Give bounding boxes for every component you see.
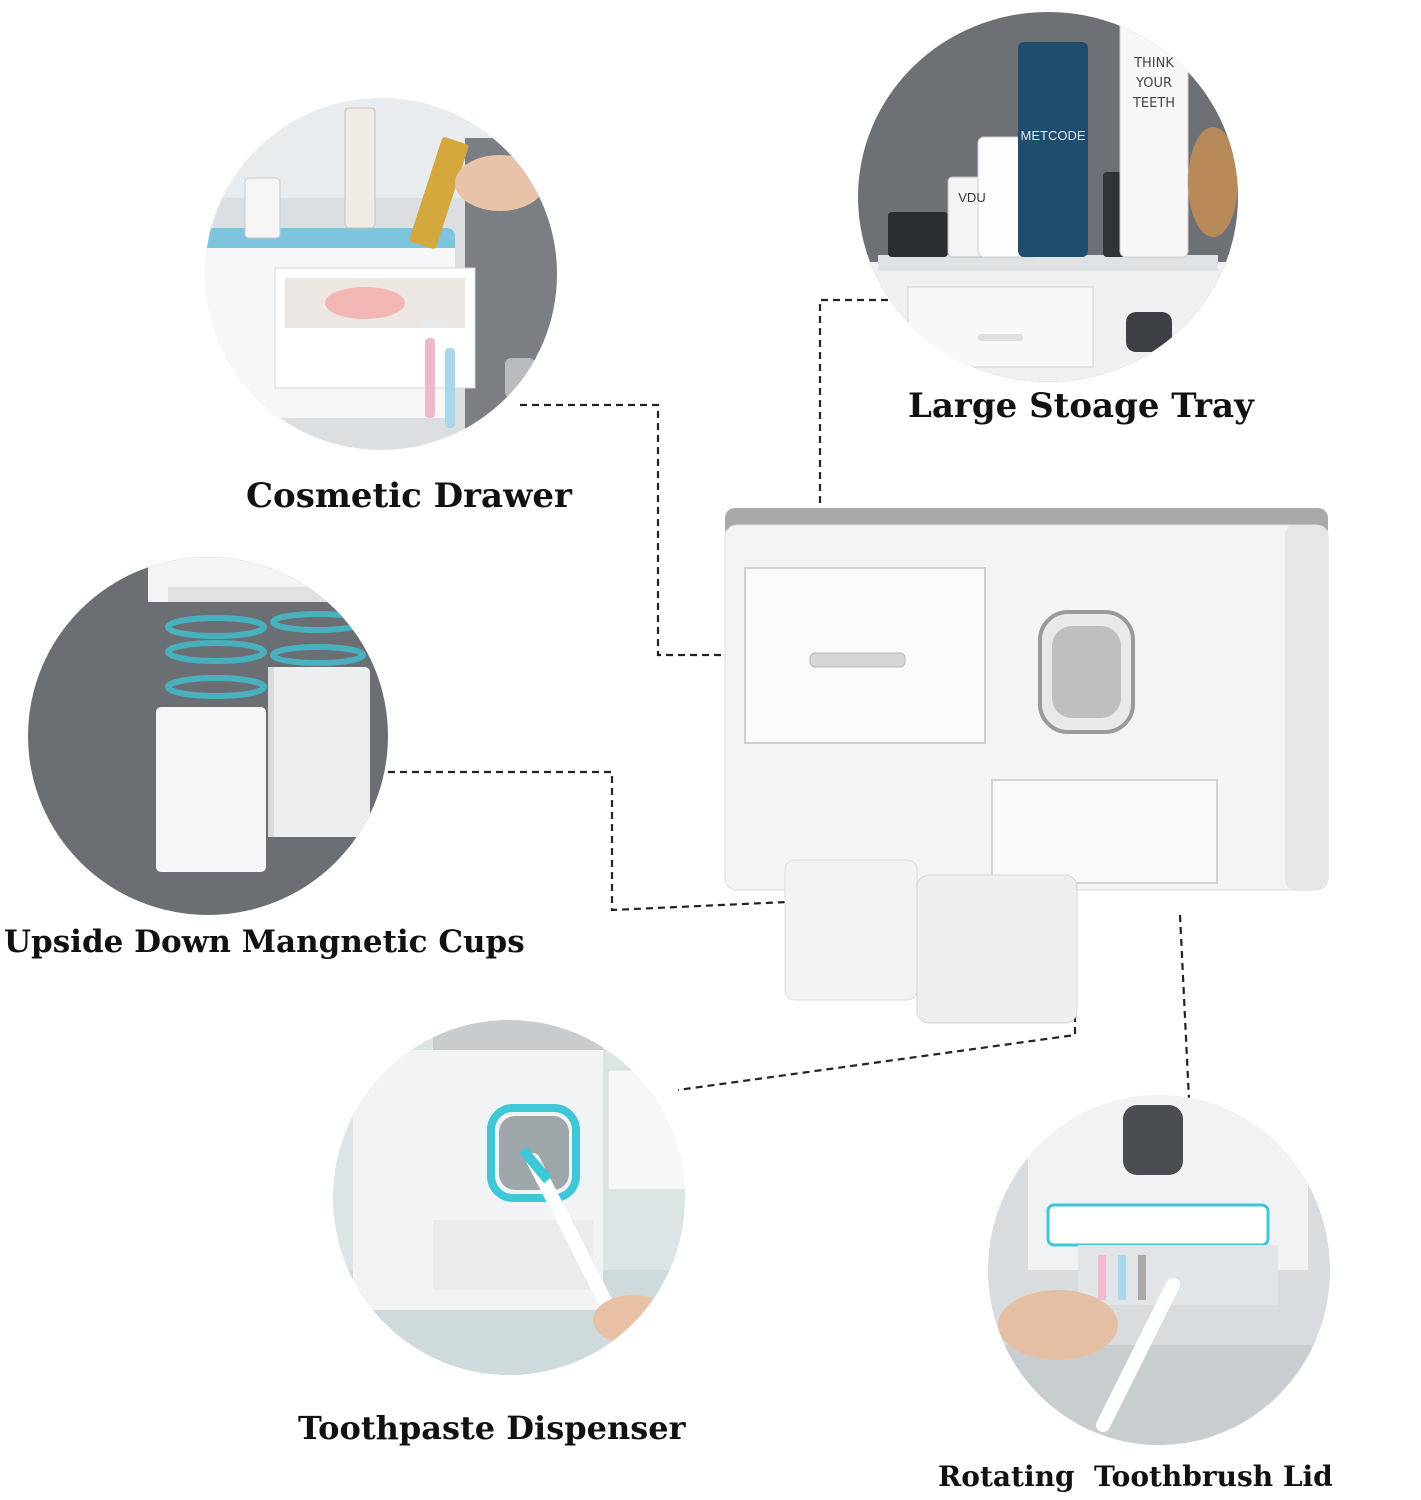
product-main-unit: [724, 508, 1329, 1024]
brush-holder-drawer: [991, 779, 1218, 884]
leader-rotating-lid: [1178, 914, 1192, 1121]
body-side-shade: [1285, 525, 1328, 890]
label-large-storage-tray: Large Stoage Tray: [908, 386, 1254, 426]
leader-cosmetic-drawer: [520, 403, 752, 657]
cups-photo: [28, 557, 388, 915]
dispenser-photo: [333, 1020, 685, 1375]
tube-text-3: TEETH: [1132, 96, 1175, 111]
label-toothpaste-dispenser: Toothpaste Dispenser: [298, 1409, 686, 1447]
rotating-lid-photo: [988, 1095, 1330, 1445]
bottle-brand-text: METCODE: [1021, 128, 1086, 143]
storage-tray-photo: METCODE VDU THINK YOUR TEETH: [858, 12, 1238, 382]
dispenser-inner: [1052, 626, 1121, 718]
label-rotating-toothbrush-lid: Rotating Toothbrush Lid: [938, 1460, 1333, 1493]
cup-right: [916, 874, 1078, 1024]
leader-cups: [388, 770, 788, 912]
label-cosmetic-drawer: Cosmetic Drawer: [246, 476, 572, 516]
drawer-handle-icon: [809, 652, 906, 668]
jar-brand-text: VDU: [958, 190, 985, 205]
tube-text-1: THINK: [1133, 56, 1174, 71]
label-upside-down-cups: Upside Down Mangnetic Cups: [4, 924, 525, 960]
cup-left: [784, 859, 918, 1001]
cosmetic-drawer-photo: [205, 98, 557, 450]
tube-text-2: YOUR: [1135, 76, 1172, 91]
